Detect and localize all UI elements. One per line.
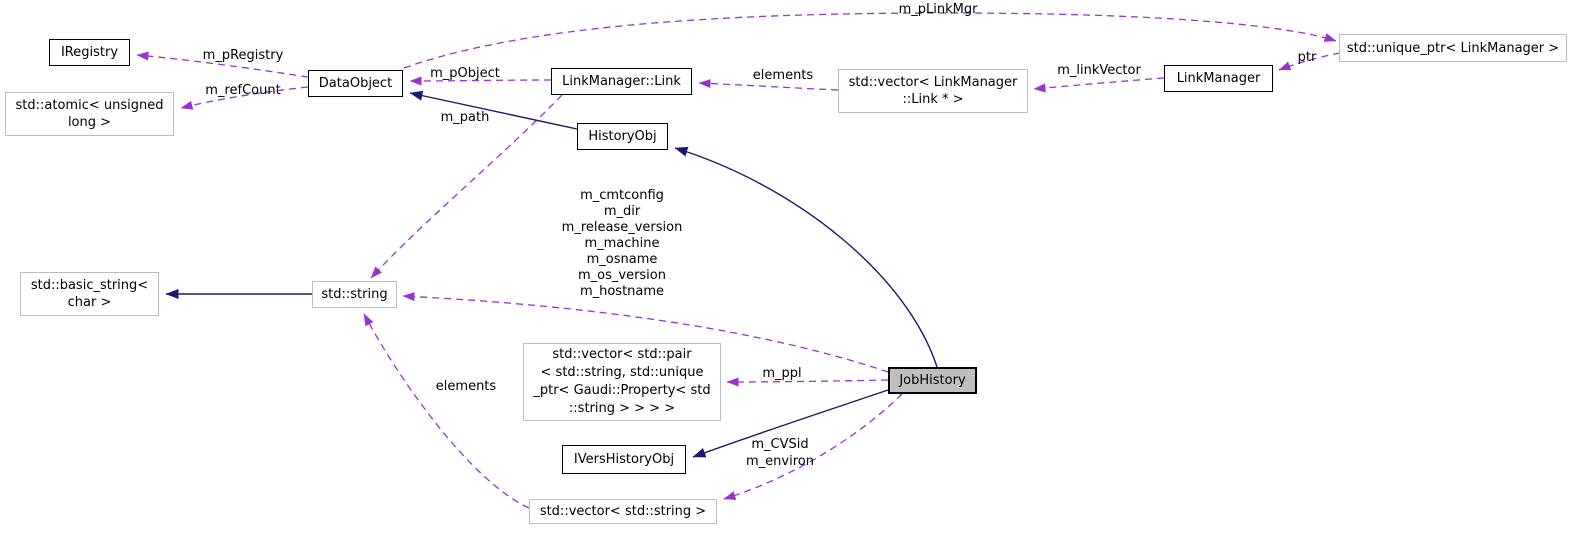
edge-vector-members — [723, 393, 903, 500]
node-std-string: std::string — [312, 281, 397, 308]
edge-label-elements-links: elements — [752, 68, 814, 83]
node-iregistry[interactable]: IRegistry — [49, 39, 130, 66]
edge-m-ppl — [726, 377, 889, 387]
edge-m-linkvector — [1033, 77, 1165, 93]
edge-m-path — [370, 94, 563, 279]
edge-ptr — [1278, 52, 1341, 71]
edge-label-m-linkvector: m_linkVector — [1057, 63, 1141, 78]
edge-label-m-pobject: m_pObject — [430, 66, 500, 81]
node-std-atomic: std::atomic< unsigned long > — [5, 92, 174, 136]
node-linkmanager-link[interactable]: LinkManager::Link — [551, 68, 692, 95]
edge-label-m-ppl: m_ppl — [762, 366, 802, 381]
edge-label-string-members: m_cmtconfig m_dir m_release_version m_ma… — [561, 188, 683, 299]
node-std-unique-ptr-linkmanager: std::unique_ptr< LinkManager > — [1339, 34, 1567, 62]
node-std-basic-string: std::basic_string< char > — [20, 272, 159, 316]
edge-jobhistory-ivershistoryobj — [692, 389, 889, 458]
node-std-vector-link-ptr: std::vector< LinkManager ::Link * > — [838, 69, 1028, 113]
edge-m-refcount — [180, 86, 309, 110]
node-ivershistoryobj[interactable]: IVersHistoryObj — [562, 445, 686, 474]
node-jobhistory: JobHistory — [888, 367, 977, 394]
edge-label-ptr: ptr — [1297, 50, 1317, 65]
edge-label-m-path: m_path — [440, 110, 490, 125]
edge-label-m-plinkmgr: m_pLinkMgr — [898, 2, 978, 17]
edge-elements-strings — [363, 313, 530, 509]
edge-m-pobject — [409, 76, 552, 86]
edge-label-elements-strings: elements — [435, 379, 497, 394]
edge-label-m-refcount: m_refCount — [205, 83, 281, 98]
edge-string-members — [402, 292, 889, 373]
edge-historyobj-dataobject — [409, 90, 578, 130]
node-std-vector-string: std::vector< std::string > — [529, 499, 717, 524]
edge-m-plinkmgr — [403, 12, 1337, 69]
edge-elements-links — [698, 79, 839, 91]
edge-jobhistory-historyobj — [674, 146, 938, 368]
node-std-vector-pair-property: std::vector< std::pair < std::string, st… — [523, 343, 721, 421]
node-dataobject[interactable]: DataObject — [308, 70, 403, 97]
node-historyobj[interactable]: HistoryObj — [577, 123, 668, 150]
edge-label-vector-members: m_CVSid m_environ — [746, 437, 814, 469]
edge-m-pregistry — [136, 51, 309, 78]
edge-label-m-pregistry: m_pRegistry — [202, 48, 284, 63]
node-linkmanager[interactable]: LinkManager — [1164, 65, 1273, 92]
